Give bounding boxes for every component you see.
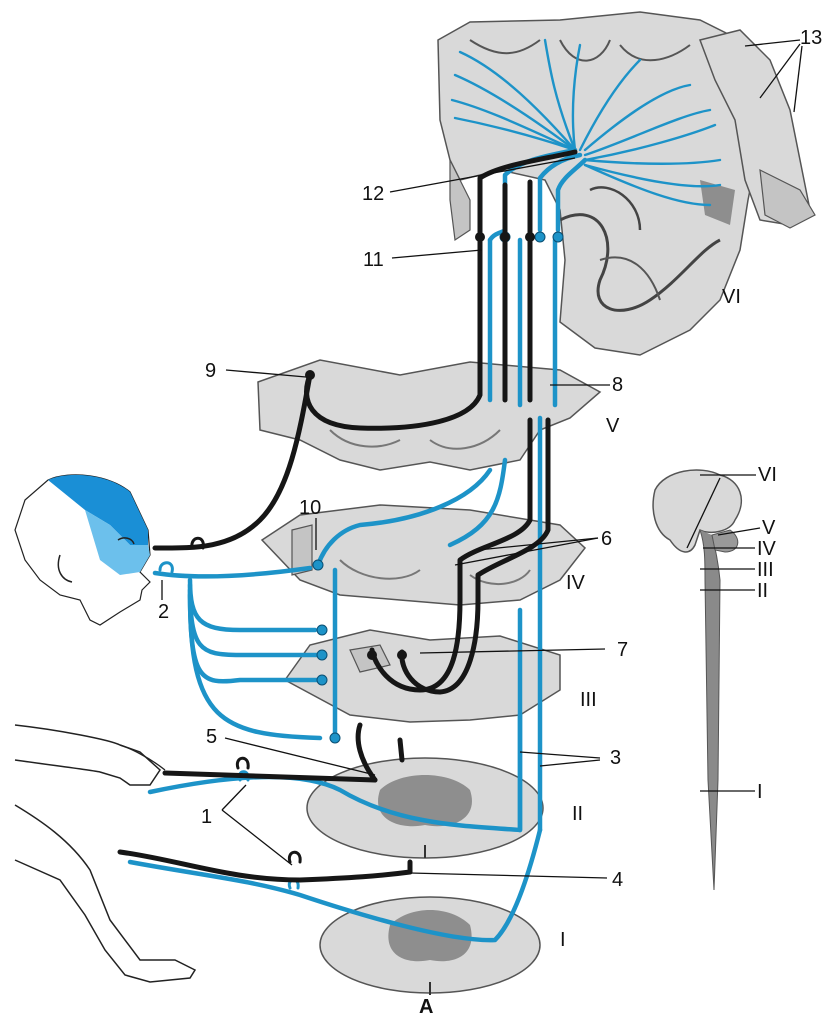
level-I: I xyxy=(560,929,566,951)
level-VI: VI xyxy=(722,286,741,308)
inset-level-I: I xyxy=(757,781,763,803)
label-9: 9 xyxy=(205,360,216,382)
label-11: 11 xyxy=(363,249,384,271)
label-2: 2 xyxy=(158,601,169,623)
label-1: 1 xyxy=(201,806,212,828)
inset-level-labels: VI V IV III II I xyxy=(757,464,777,803)
leg-profile xyxy=(15,805,195,982)
inset-level-V: V xyxy=(762,517,776,539)
label-3: 3 xyxy=(610,747,621,769)
label-8: 8 xyxy=(612,374,623,396)
level-V: V xyxy=(606,415,620,437)
inset-level-III: III xyxy=(757,559,774,581)
figure-caption: A xyxy=(419,996,433,1018)
level-II: II xyxy=(572,803,583,825)
level-III: III xyxy=(580,689,597,711)
head-profile xyxy=(15,475,150,625)
inset-level-VI: VI xyxy=(758,464,777,486)
inset-level-IV: IV xyxy=(757,538,777,560)
label-13: 13 xyxy=(800,27,822,49)
label-6: 6 xyxy=(601,528,612,550)
level-IV: IV xyxy=(566,572,586,594)
hand-profile xyxy=(15,725,165,785)
label-5: 5 xyxy=(206,726,217,748)
label-10: 10 xyxy=(299,497,321,519)
brainstem-section-IV xyxy=(262,505,585,605)
label-12: 12 xyxy=(362,183,384,205)
inset-level-II: II xyxy=(757,580,768,602)
label-4: 4 xyxy=(612,869,623,891)
label-7: 7 xyxy=(617,639,628,661)
spinal-cord-section-II xyxy=(307,758,543,858)
